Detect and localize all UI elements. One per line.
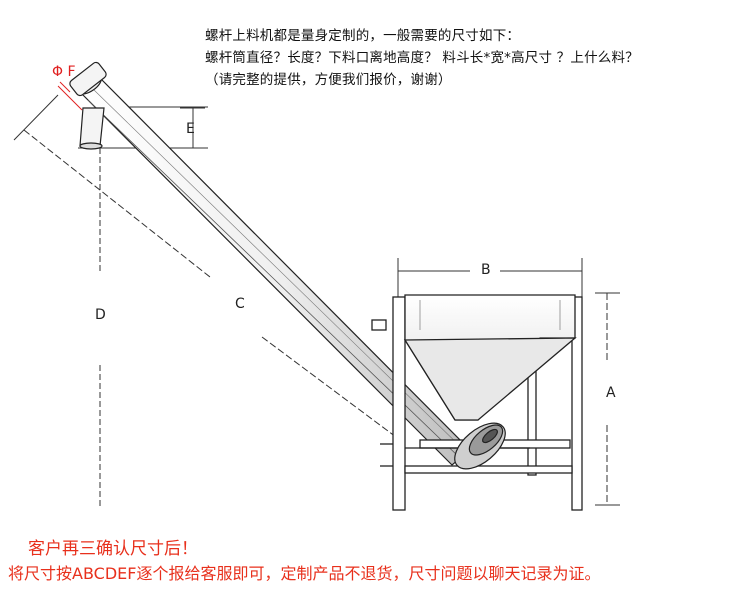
drive-motor	[454, 422, 506, 470]
dimension-c-line	[23, 129, 211, 278]
note-line-1: 螺杆上料机都是量身定制的，一般需要的尺寸如下：	[205, 28, 521, 44]
note-line-3: （请完整的提供，方便我们报价，谢谢）	[205, 72, 452, 88]
dimension-lines	[13, 81, 620, 508]
dimension-label-d: D	[95, 307, 106, 323]
feed-hopper	[371, 294, 577, 421]
outlet-spout	[69, 61, 107, 150]
dimension-label-b: B	[481, 262, 491, 278]
dimension-f-line	[57, 85, 83, 111]
footer-line-1: 客户再三确认尺寸后！	[28, 539, 198, 559]
dimension-label-e: E	[186, 121, 195, 137]
footer-line-2: 将尺寸按ABCDEF逐个报给客服即可，定制产品不退货，尺寸问题以聊天记录为证。	[8, 564, 601, 583]
note-line-2: 螺杆筒直径？长度？下料口离地高度？ 料斗长*宽*高尺寸 ？上什么料？	[205, 50, 639, 66]
dimension-label-a: A	[606, 385, 616, 401]
dimension-label-c: C	[235, 296, 245, 312]
dimension-label-f: Φ F	[52, 64, 76, 80]
